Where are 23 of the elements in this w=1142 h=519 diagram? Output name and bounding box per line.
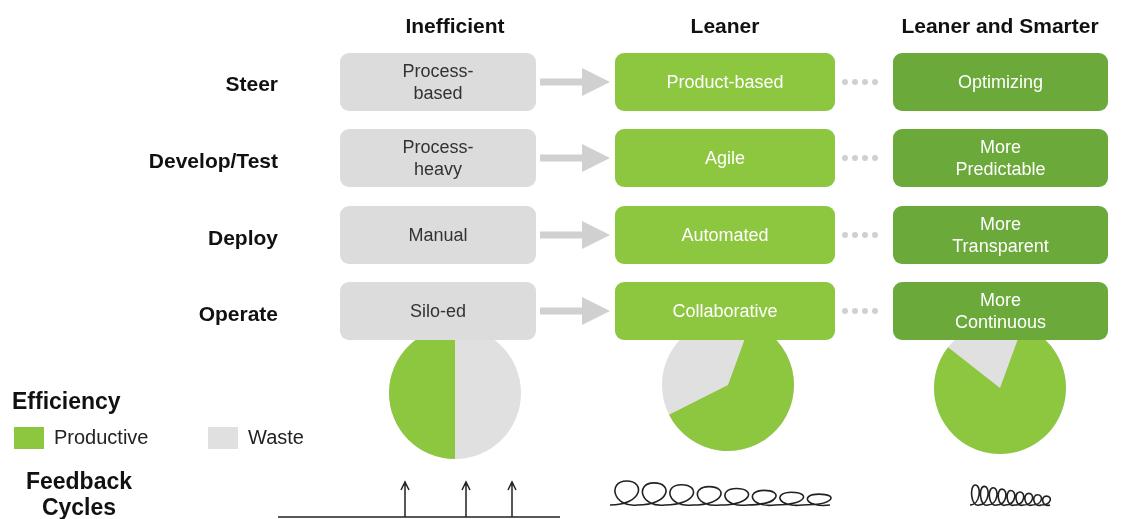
row-header: Steer <box>224 72 278 96</box>
step-box: More Continuous <box>893 282 1108 340</box>
section-label: Efficiency <box>12 388 122 414</box>
row-header: Develop/Test <box>147 149 278 173</box>
column-header: Leaner <box>689 14 761 38</box>
step-box: More Predictable <box>893 129 1108 187</box>
step-box: Process-heavy <box>340 129 536 187</box>
step-box: Silo-ed <box>340 282 536 340</box>
legend-label: Productive <box>54 426 149 449</box>
column-header: Leaner and Smarter <box>900 14 1100 38</box>
row-header: Deploy <box>207 226 278 250</box>
step-box: Process-based <box>340 53 536 111</box>
section-label: Feedback Cycles <box>24 468 134 519</box>
column-header: Inefficient <box>404 14 506 38</box>
step-box: Collaborative <box>615 282 835 340</box>
step-box: Manual <box>340 206 536 264</box>
step-box: More Transparent <box>893 206 1108 264</box>
step-box: Optimizing <box>893 53 1108 111</box>
step-box: Agile <box>615 129 835 187</box>
step-box: Product-based <box>615 53 835 111</box>
row-header: Operate <box>197 302 278 326</box>
step-box: Automated <box>615 206 835 264</box>
legend-label: Waste <box>248 426 304 449</box>
